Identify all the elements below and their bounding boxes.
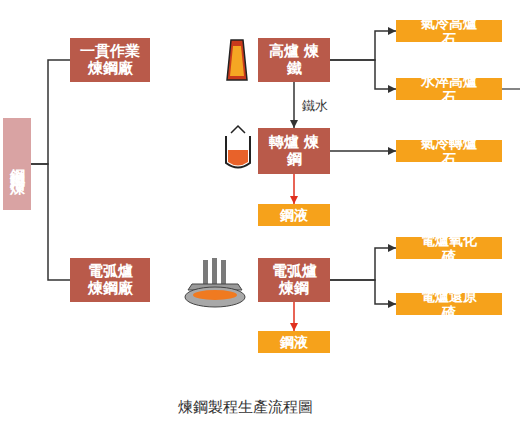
plant-box: 一貫作業 煉鋼廠	[70, 38, 150, 82]
flow-arrow	[330, 31, 396, 60]
furnace-core	[230, 46, 244, 76]
node-text: 轉爐 煉鋼	[263, 134, 326, 169]
node-text: 電弧爐 煉鋼	[263, 263, 326, 298]
blast-furnace-icon	[227, 40, 247, 80]
converter-hanger	[231, 126, 245, 133]
molten-iron	[228, 150, 248, 166]
molten-steel	[193, 290, 237, 300]
process-box: 轉爐 煉鋼	[258, 128, 330, 174]
flow-arrow	[330, 60, 396, 89]
node-text: 水淬高爐石	[420, 73, 479, 105]
node-text: 電爐還原碴	[420, 288, 479, 320]
slag-box: 氣冷轉爐石	[396, 140, 502, 162]
flow-arrow	[330, 280, 396, 304]
node-text: 氣冷轉爐石	[420, 135, 479, 167]
edge-label: 鐵水	[302, 97, 328, 115]
connector-group	[31, 31, 396, 331]
plant-box: 電弧爐 煉鋼廠	[70, 258, 150, 302]
node-text: 一貫作業 煉鋼廠	[79, 43, 142, 78]
product-box: 鋼液	[258, 331, 330, 353]
flow-arrow	[31, 164, 70, 280]
slag-box: 電爐還原碴	[396, 293, 502, 315]
node-text: 電爐氧化碴	[420, 232, 479, 264]
process-box: 電弧爐 煉鋼	[258, 258, 330, 302]
converter-vessel	[226, 136, 250, 168]
process-box: 高爐 煉鐵	[258, 38, 330, 82]
leader-line	[502, 88, 520, 89]
node-text: 高爐 煉鐵	[263, 43, 326, 78]
arc-furnace-icon	[185, 258, 245, 307]
node-text: 鋼液	[280, 207, 308, 223]
slag-box: 水淬高爐石	[396, 78, 502, 100]
slag-box: 氣冷高爐石	[396, 20, 502, 42]
node-text: 電弧爐 煉鋼廠	[79, 263, 142, 298]
figure-caption: 煉鋼製程生產流程圖	[0, 398, 490, 417]
flow-arrow	[330, 150, 396, 152]
furnace-shell	[185, 287, 245, 307]
slag-box: 電爐氧化碴	[396, 237, 502, 259]
node-text: 鋼鐵冶煉	[8, 156, 25, 172]
flow-arrow	[31, 60, 70, 164]
product-box: 鋼液	[258, 204, 330, 226]
node-text: 鋼液	[280, 334, 308, 350]
flow-arrow	[293, 82, 295, 128]
electrode	[203, 260, 208, 286]
root-box: 鋼鐵冶煉	[3, 118, 31, 210]
flow-arrow	[293, 302, 295, 331]
electrode	[221, 260, 226, 286]
flow-arrow	[293, 174, 295, 204]
furnace-shell	[227, 40, 247, 80]
node-text: 氣冷高爐石	[420, 15, 479, 47]
flow-arrow	[330, 248, 396, 280]
converter-icon	[226, 126, 250, 168]
electrode	[212, 258, 217, 286]
